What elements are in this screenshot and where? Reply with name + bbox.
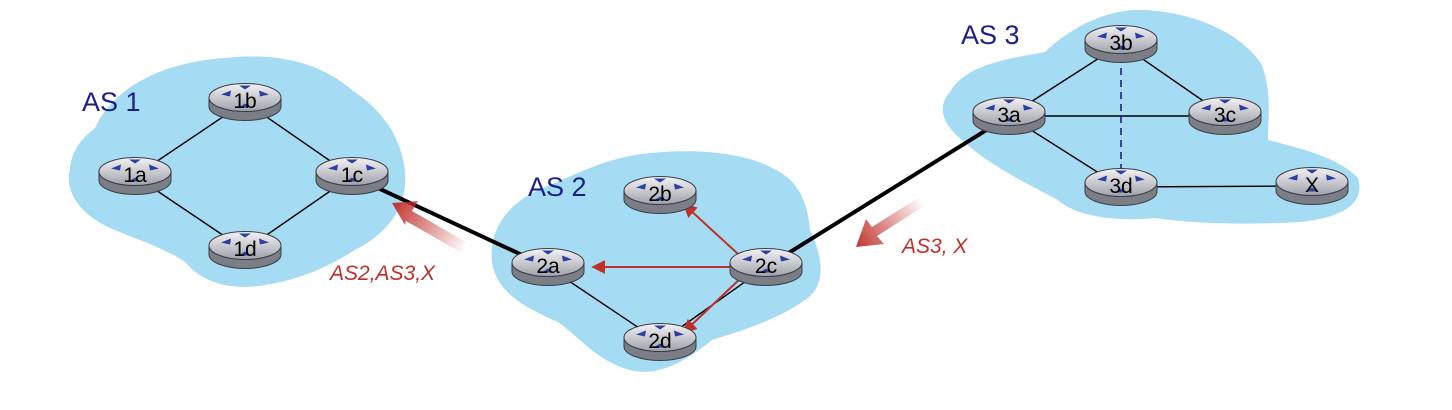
router-top xyxy=(729,248,803,277)
router-arrows-icon xyxy=(221,233,269,256)
link-2c-3a xyxy=(764,114,1011,269)
router-arrows-icon xyxy=(1097,170,1145,193)
router-top xyxy=(623,323,697,352)
routers-layer: 1a 1b 1c 1d 2a 2b 2c 2d 3a 3b 3c 3d X xyxy=(98,25,1349,361)
router-arrows-icon xyxy=(1097,27,1145,50)
router-2b[interactable]: 2b xyxy=(623,176,697,214)
router-top xyxy=(511,248,585,277)
route-advertisement-as3-x: AS3, X xyxy=(900,235,968,258)
router-3c[interactable]: 3c xyxy=(1188,97,1262,135)
router-label: 3a xyxy=(997,104,1021,127)
router-3a[interactable]: 3a xyxy=(972,97,1046,135)
router-top xyxy=(1084,168,1158,197)
router-label: 1b xyxy=(233,90,256,113)
router-top xyxy=(1188,97,1262,126)
router-arrows-icon xyxy=(221,85,269,108)
as-label-as1: AS 1 xyxy=(82,87,141,117)
router-arrows-icon xyxy=(1201,99,1249,122)
router-arrows-icon xyxy=(1288,169,1336,192)
router-arrows-icon xyxy=(524,250,572,273)
as3-cloud xyxy=(942,9,1360,224)
router-top xyxy=(208,83,282,112)
router-top xyxy=(1275,167,1349,196)
router-1b[interactable]: 1b xyxy=(208,83,282,121)
router-label: 1c xyxy=(341,164,363,187)
router-label: 2d xyxy=(648,330,671,353)
router-label: X xyxy=(1305,174,1319,197)
as2-cloud xyxy=(491,151,821,372)
router-label: 3c xyxy=(1214,104,1236,127)
router-top xyxy=(315,157,389,186)
link-1c-2a xyxy=(351,174,549,269)
route-advertisement-as2-as3-x: AS2,AS3,X xyxy=(328,262,436,285)
router-2d[interactable]: 2d xyxy=(623,323,697,361)
router-arrows-icon xyxy=(742,250,790,273)
advertisement-arrow-2c-2d xyxy=(682,276,743,334)
router-arrows-icon xyxy=(328,159,376,182)
as1-cloud xyxy=(68,56,406,287)
router-label: 3b xyxy=(1109,32,1132,55)
router-label: 2a xyxy=(536,255,560,278)
router-1c[interactable]: 1c xyxy=(315,157,389,195)
router-label: 2b xyxy=(648,183,671,206)
as-label-as2: AS 2 xyxy=(528,172,587,202)
router-label: 1a xyxy=(123,164,147,187)
router-top xyxy=(623,176,697,205)
router-arrows-icon xyxy=(985,99,1033,122)
route-advertisement-arrow-as3 xyxy=(856,196,926,247)
router-top xyxy=(208,231,282,260)
router-top xyxy=(972,97,1046,126)
router-arrows-icon xyxy=(636,178,684,201)
router-top xyxy=(98,157,172,186)
router-top xyxy=(1084,25,1158,54)
as-label-as3: AS 3 xyxy=(961,20,1020,50)
router-1a[interactable]: 1a xyxy=(98,157,172,195)
router-2c[interactable]: 2c xyxy=(729,248,803,286)
router-2a[interactable]: 2a xyxy=(511,248,585,286)
router-3d[interactable]: 3d xyxy=(1084,168,1158,206)
advertisement-arrow-2c-2b xyxy=(682,203,742,258)
internal-advertisements-layer xyxy=(591,203,743,334)
router-arrows-icon xyxy=(636,325,684,348)
router-x[interactable]: X xyxy=(1275,167,1349,205)
router-3b[interactable]: 3b xyxy=(1084,25,1158,63)
router-label: 2c xyxy=(755,255,777,278)
router-label: 3d xyxy=(1109,175,1132,198)
router-1d[interactable]: 1d xyxy=(208,231,282,269)
router-arrows-icon xyxy=(111,159,159,182)
route-advertisement-arrow-as2 xyxy=(392,201,466,252)
router-label: 1d xyxy=(233,238,256,261)
